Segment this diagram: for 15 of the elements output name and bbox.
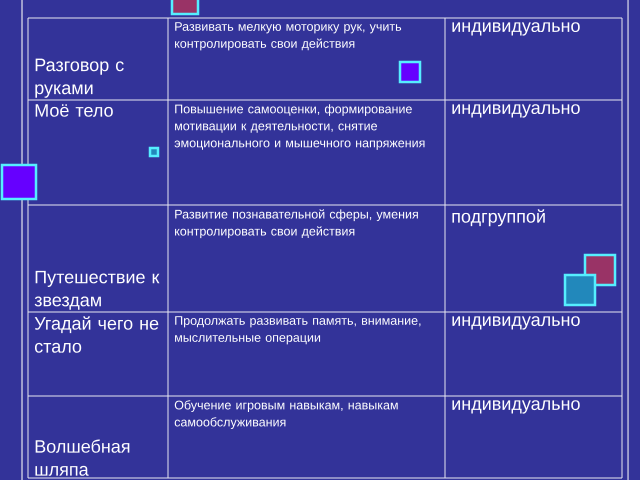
table-cell: Обучение игровым навыкам, навыкам самообслуживания xyxy=(174,400,398,429)
table-cell: Волшебная шляпа xyxy=(35,439,130,476)
table-cell: Угадай чего не стало xyxy=(34,316,158,353)
table-cell: Продолжать развивать память, внимание, мыслительные операции xyxy=(175,316,420,344)
table-cell: Развитие познавательной сферы, умения контролировать свои действия xyxy=(175,209,418,238)
table-cell: Моё тело xyxy=(36,104,113,117)
table-cell: Путешествие к звездам xyxy=(34,270,160,310)
table-cell: Разговор с руками xyxy=(35,58,124,98)
table-cell: Повышение самооценки, формирование мотивации к деятельности, снятие эмоционального и мышечного напряжения xyxy=(174,104,424,150)
table-cell: индивидуально xyxy=(452,316,580,330)
table-cell: индивидуально xyxy=(452,104,580,118)
table-cell: индивидуально xyxy=(452,400,580,414)
table-cell: Развивать мелкую моторику рук, учить контролировать свои действия xyxy=(175,22,402,50)
table-cell: индивидуально xyxy=(452,22,580,36)
table-cell: подгруппой xyxy=(452,209,545,226)
